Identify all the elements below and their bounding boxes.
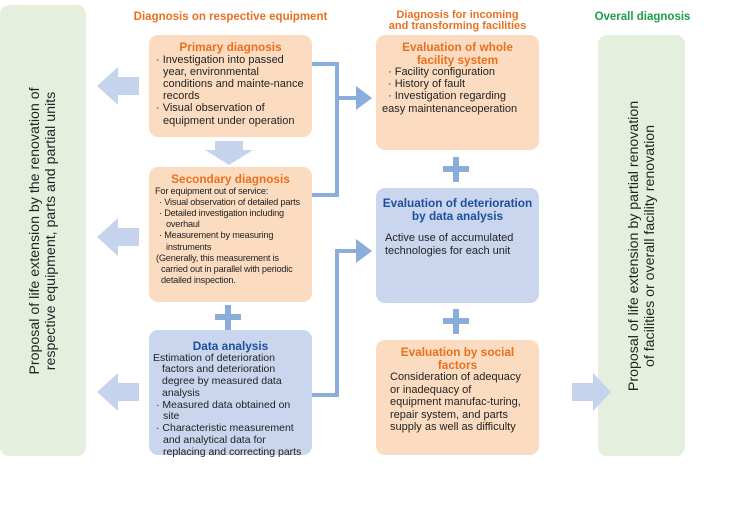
arrow-to-whole-facility <box>356 86 372 110</box>
whole-facility-title: Evaluation of whole facility system <box>402 40 513 67</box>
whole-facility-item-2: · History of fault <box>388 78 466 91</box>
whole-facility-item-3: · Investigation regarding <box>388 90 507 103</box>
plus-icon-left <box>215 305 241 330</box>
secondary-item-1: · Visual observation of detailed parts <box>159 196 300 207</box>
data-analysis-title: Data analysis <box>192 339 269 353</box>
primary-item-2: · Visual observation of equipment under … <box>156 102 295 127</box>
deterioration-title: Evaluation of deterioration by data anal… <box>382 196 533 223</box>
whole-facility-box: Evaluation of whole facility system · Fa… <box>376 35 539 150</box>
left-proposal-panel: Proposal of life extension by the renova… <box>0 5 86 456</box>
primary-item-1: · Investigation into passed year, enviro… <box>156 53 304 103</box>
heading-incoming-facilities: Diagnosis for incoming and transforming … <box>370 10 545 31</box>
data-analysis-box: Data analysis Estimation of deterioratio… <box>149 330 312 458</box>
left-arrow-primary <box>97 67 139 105</box>
social-factors-title: Evaluation by social factors <box>400 345 515 372</box>
left-arrow-data <box>97 373 139 411</box>
connector-upper <box>312 62 360 197</box>
primary-diagnosis-title: Primary diagnosis <box>179 40 282 54</box>
social-factors-body: Consideration of adequacy or inadequacy … <box>390 371 521 433</box>
secondary-item-3: · Measurement by measuring instruments <box>159 230 274 252</box>
connector-lower <box>312 249 360 397</box>
secondary-note: (Generally, this measurement is carried … <box>156 252 293 286</box>
secondary-item-2: · Detailed investigation including overh… <box>159 207 284 230</box>
deterioration-body: Active use of accumulated technologies f… <box>385 232 514 257</box>
deterioration-box: Evaluation of deterioration by data anal… <box>376 188 539 303</box>
social-factors-box: Evaluation by social factors Considerati… <box>376 340 539 455</box>
whole-facility-item-1: · Facility configuration <box>388 66 495 78</box>
secondary-diagnosis-title: Secondary diagnosis <box>171 172 290 186</box>
data-analysis-item-1: · Measured data obtained on site <box>156 398 291 423</box>
arrow-to-deterioration <box>356 239 372 263</box>
right-proposal-panel: Proposal of life extension by partial re… <box>598 35 685 456</box>
data-analysis-item-2: · Characteristic measurement and analyti… <box>156 422 302 458</box>
heading-overall-diagnosis: Overall diagnosis <box>594 11 691 23</box>
plus-icon-middle-upper <box>443 157 469 182</box>
secondary-intro: For equipment out of service: <box>155 185 269 196</box>
data-analysis-intro: Estimation of deterioration factors and … <box>153 351 282 399</box>
heading-incoming-line1: Diagnosis for incoming <box>396 9 519 21</box>
right-arrow-overall <box>572 373 611 411</box>
down-arrow-primary-secondary <box>205 141 253 165</box>
left-arrow-secondary <box>97 218 139 256</box>
heading-incoming-line2: and transforming facilities <box>388 19 527 32</box>
heading-respective-equipment: Diagnosis on respective equipment <box>133 11 328 23</box>
plus-icon-middle-lower <box>443 309 469 334</box>
whole-facility-tail: easy maintenanceoperation <box>382 102 518 115</box>
primary-diagnosis-box: Primary diagnosis · Investigation into p… <box>149 35 312 137</box>
secondary-diagnosis-box: Secondary diagnosis For equipment out of… <box>149 167 312 302</box>
